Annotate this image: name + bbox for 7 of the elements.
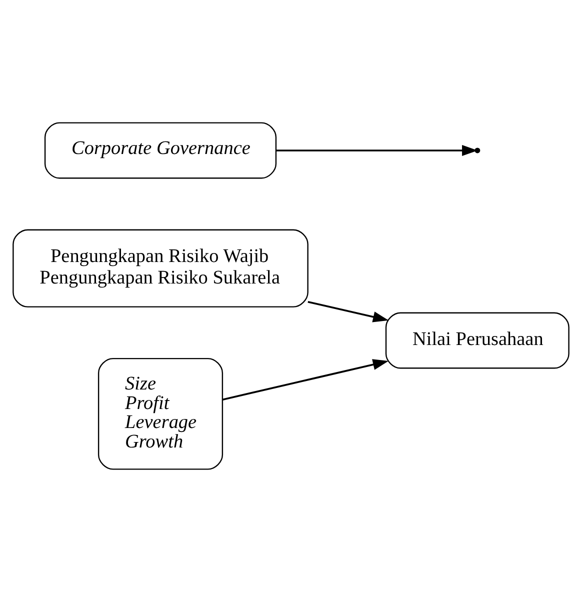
arrow <box>222 359 389 401</box>
node-box: Pengungkapan Risiko Wajib Pengungkapan Risiko Sukarela <box>12 229 308 308</box>
node-box: Size Profit Leverage Growth <box>98 358 224 470</box>
node-box: Nilai Perusahaan <box>385 312 570 369</box>
arrow <box>276 145 478 156</box>
node-box: Corporate Governance <box>44 122 277 179</box>
arrow <box>308 301 389 322</box>
